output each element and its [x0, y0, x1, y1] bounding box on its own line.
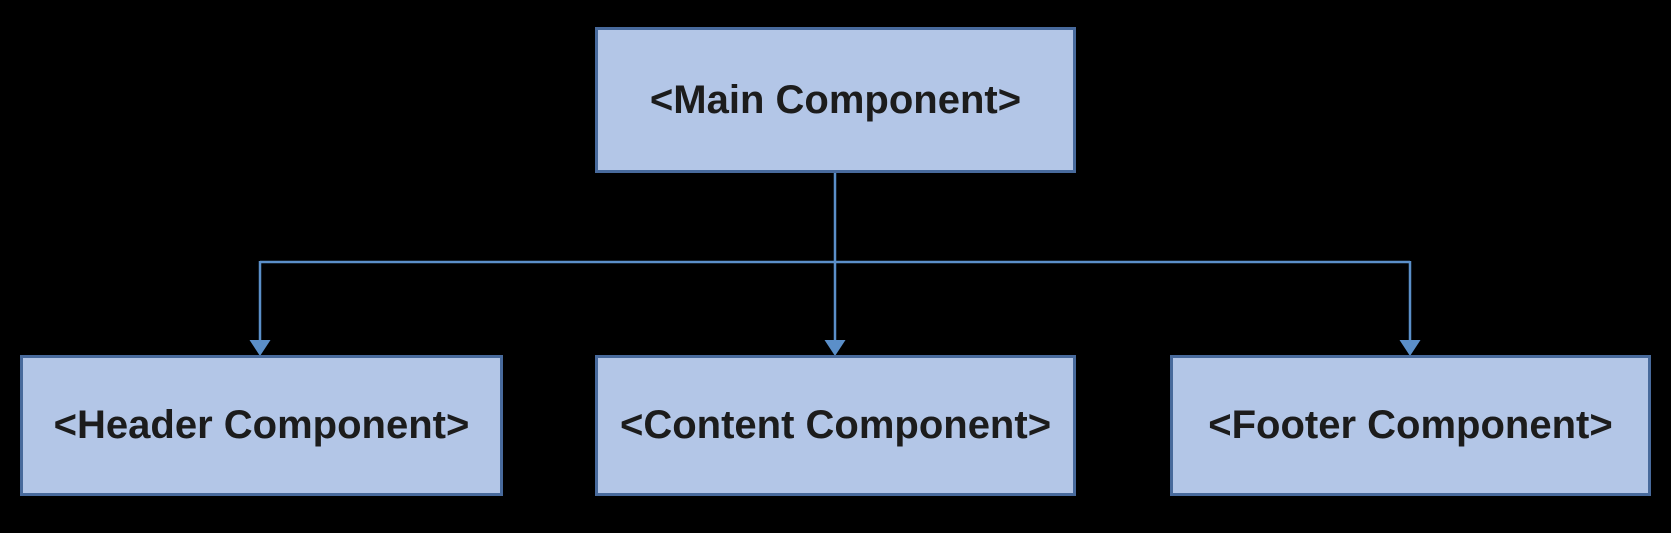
node-main-label: <Main Component> — [649, 77, 1022, 122]
node-content-component: <Content Component> — [595, 355, 1076, 496]
arrowhead-content-icon — [824, 340, 846, 356]
node-footer-label: <Footer Component> — [1208, 403, 1613, 447]
node-header-label: <Header Component> — [53, 403, 470, 447]
node-header-component: <Header Component> — [20, 355, 503, 496]
node-footer-component: <Footer Component> — [1170, 355, 1651, 496]
arrowhead-header-icon — [249, 340, 271, 356]
node-main-component: <Main Component> — [595, 27, 1076, 173]
node-content-label: <Content Component> — [619, 403, 1052, 447]
arrowhead-footer-icon — [1399, 340, 1421, 356]
